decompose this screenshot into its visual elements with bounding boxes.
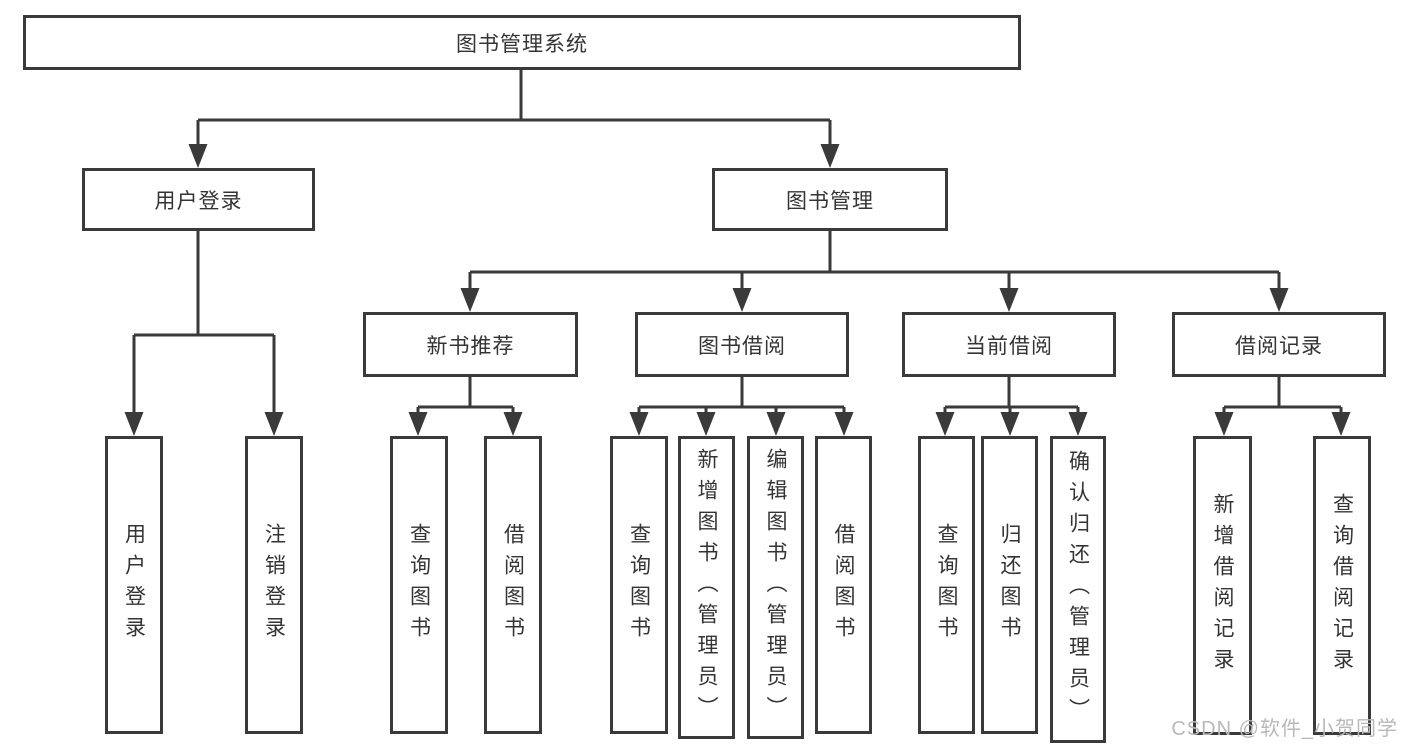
leaf-add-borrow-record: 新增借阅记录 [1193, 436, 1252, 735]
leaf-label: 查询借阅记录 [1330, 492, 1354, 679]
leaf-label: 编辑图书（管理员） [764, 448, 787, 727]
leaf-logout: 注销登录 [245, 436, 303, 734]
leaf-borrow-book-recommend: 借阅图书 [484, 436, 542, 734]
leaf-query-book-recommend: 查询图书 [390, 436, 448, 734]
node-book-borrow: 图书借阅 [635, 312, 849, 377]
node-book-management: 图书管理 [712, 168, 948, 231]
leaf-label: 查询图书 [935, 523, 958, 647]
node-user-login: 用户登录 [82, 168, 315, 231]
node-new-book-recommend: 新书推荐 [363, 312, 578, 377]
tree-edges [132, 70, 1343, 418]
node-current-borrow: 当前借阅 [902, 312, 1116, 377]
leaf-label: 归还图书 [998, 523, 1021, 647]
leaf-label: 用户登录 [122, 523, 146, 647]
leaf-label: 新增图书（管理员） [695, 448, 718, 727]
leaf-query-book-borrow: 查询图书 [610, 436, 668, 734]
leaf-label: 借阅图书 [832, 523, 855, 647]
watermark: CSDN @软件_小贺同学 [1171, 718, 1398, 740]
leaf-borrow-book: 借阅图书 [815, 436, 872, 734]
node-borrow-record: 借阅记录 [1172, 312, 1386, 377]
leaf-return-book: 归还图书 [981, 436, 1038, 734]
arrow-down-icons [124, 144, 1351, 436]
node-library-system: 图书管理系统 [23, 15, 1021, 70]
leaf-label: 查询图书 [627, 523, 651, 647]
leaf-query-borrow-record: 查询借阅记录 [1313, 436, 1371, 735]
leaf-label: 注销登录 [262, 523, 286, 647]
leaf-edit-book-admin: 编辑图书（管理员） [747, 436, 804, 739]
leaf-label: 借阅图书 [501, 523, 525, 647]
leaf-label: 确认归还（管理员） [1066, 450, 1090, 729]
leaf-add-book-admin: 新增图书（管理员） [678, 436, 735, 739]
leaf-label: 查询图书 [407, 523, 431, 647]
leaf-query-book-current: 查询图书 [918, 436, 975, 734]
leaf-user-login: 用户登录 [105, 436, 163, 734]
leaf-label: 新增借阅记录 [1211, 492, 1234, 679]
leaf-confirm-return-admin: 确认归还（管理员） [1050, 436, 1106, 743]
